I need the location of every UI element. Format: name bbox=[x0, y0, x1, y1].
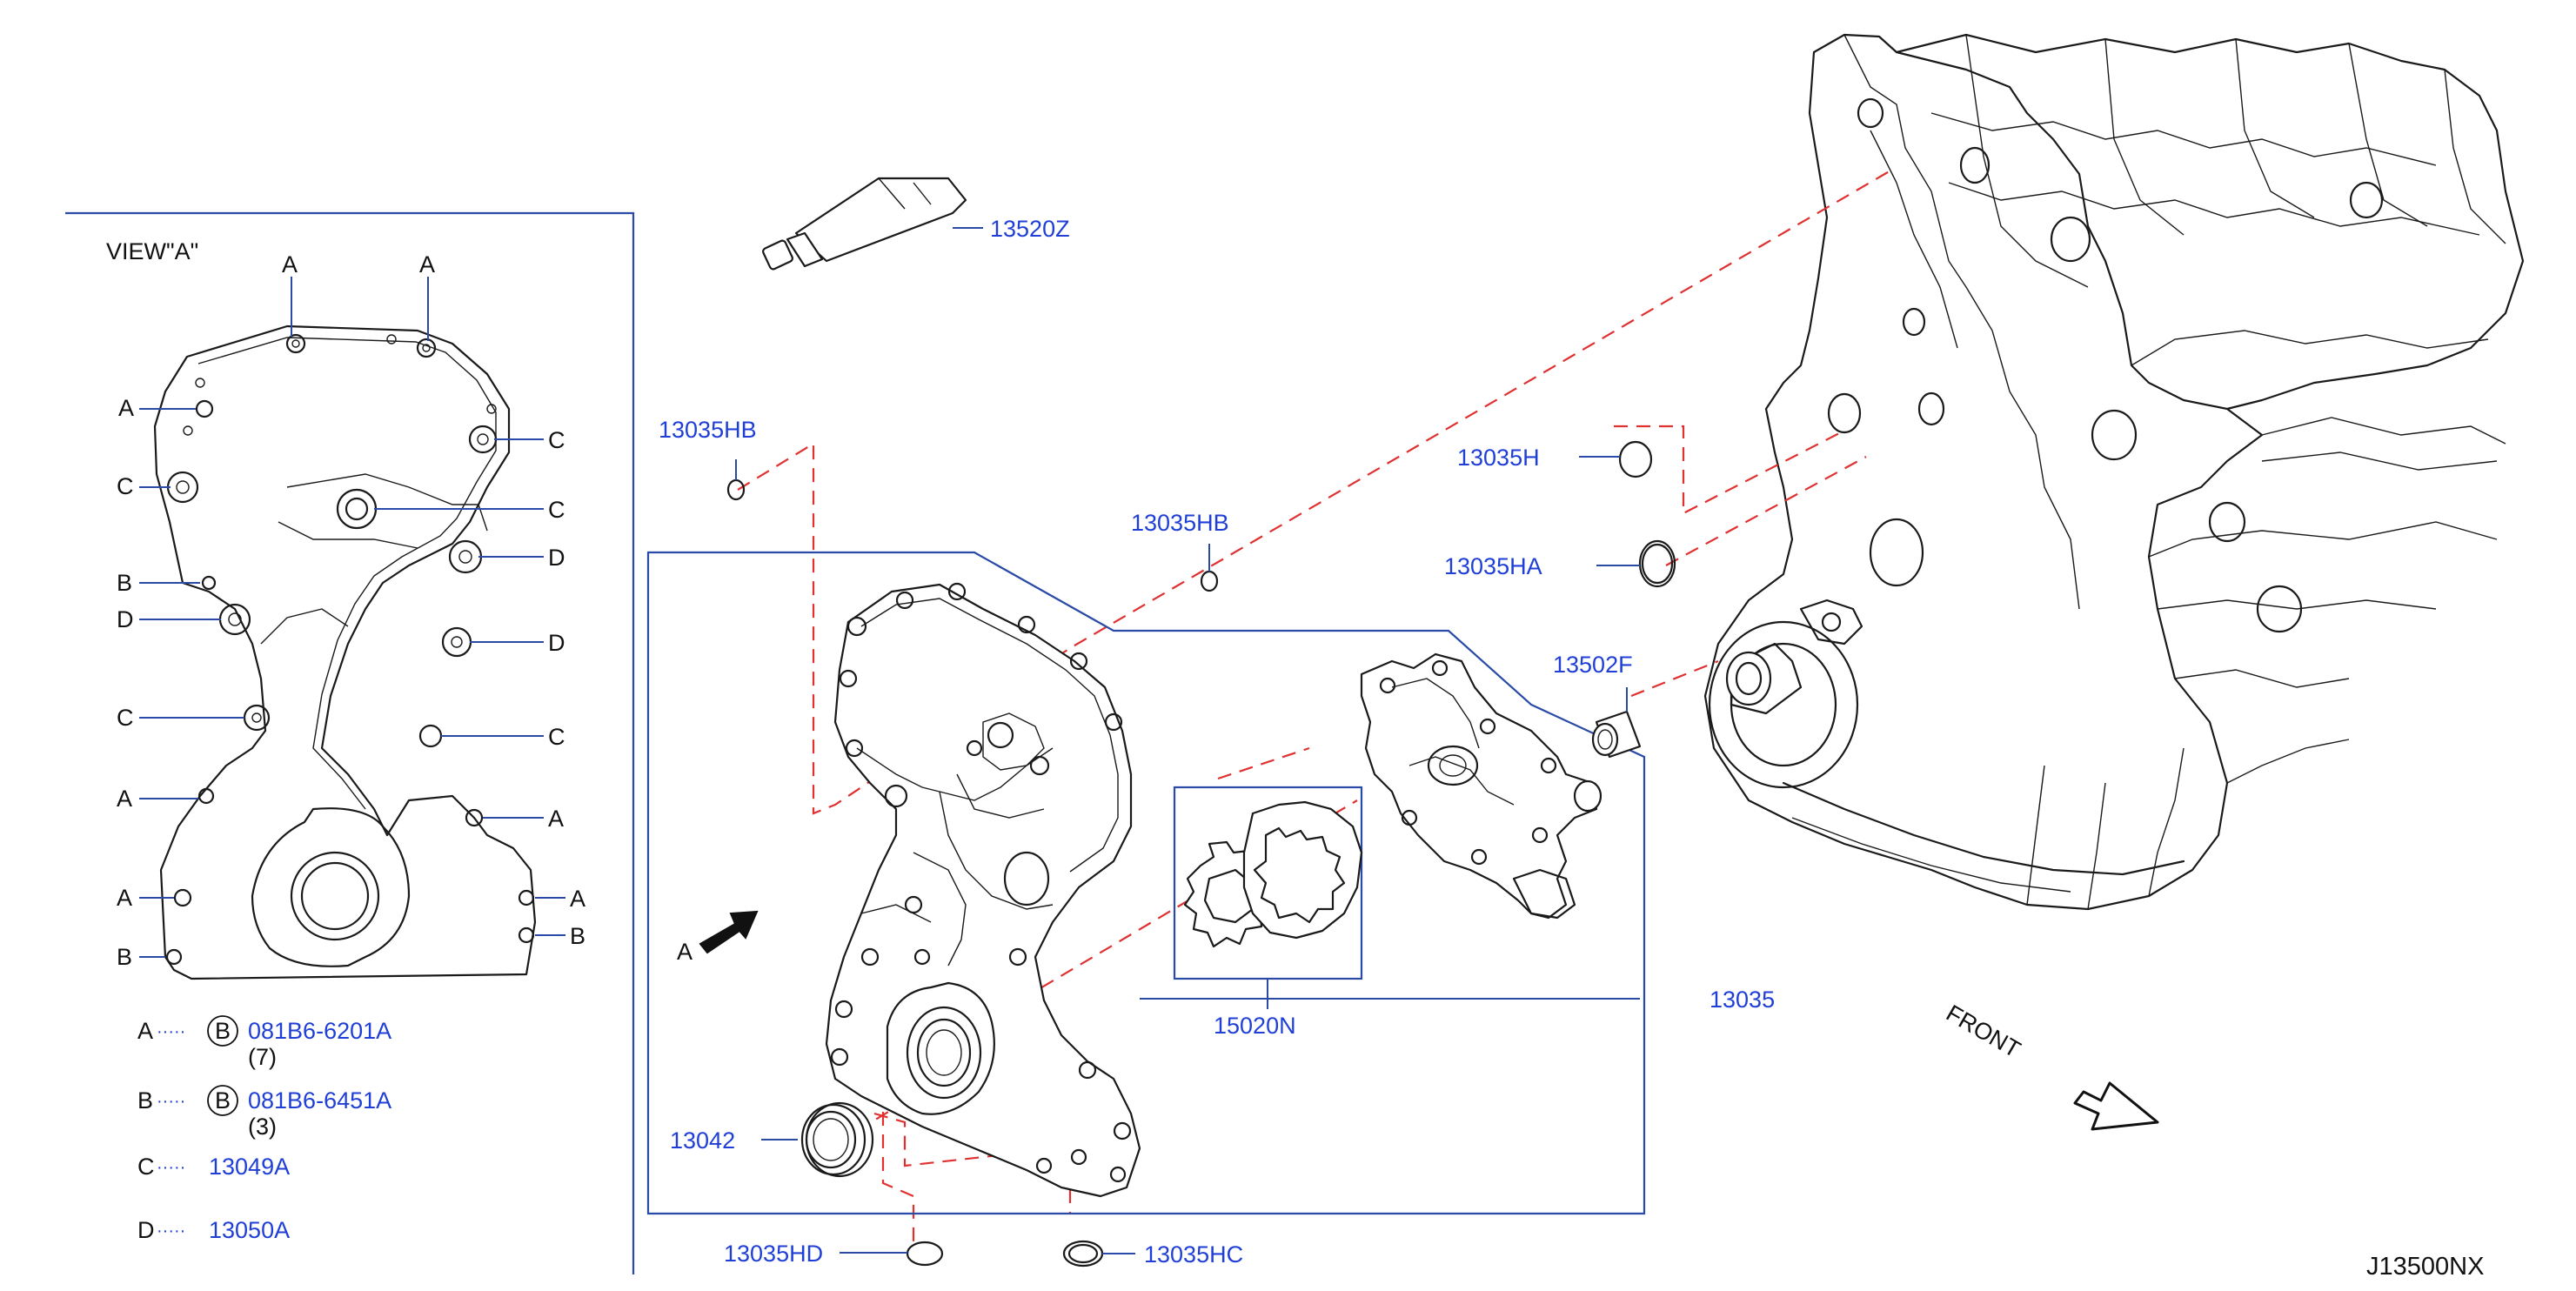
callout-13035H[interactable]: 13035H bbox=[1457, 445, 1540, 471]
legend-dots: ····· bbox=[157, 1092, 185, 1111]
view-a-leaders bbox=[139, 277, 565, 958]
legend-row-d: D ····· 13050A bbox=[137, 1217, 290, 1243]
view-letter-c-right1: C bbox=[548, 427, 565, 453]
callout-13520Z[interactable]: 13520Z bbox=[990, 216, 1070, 242]
view-letter-a-left2: A bbox=[117, 786, 132, 812]
legend-letter: A bbox=[137, 1018, 153, 1044]
legend-dots: ····· bbox=[157, 1221, 185, 1241]
guide-lines bbox=[737, 169, 1893, 1244]
legend-quantity: (3) bbox=[248, 1114, 277, 1140]
view-letter-c-left2: C bbox=[117, 705, 134, 731]
legend-part-number[interactable]: 081B6-6451A bbox=[248, 1087, 391, 1114]
view-letter-b-left2: B bbox=[117, 944, 132, 970]
o-ring-13035HD bbox=[906, 1241, 944, 1267]
bolt-symbol-icon bbox=[207, 1085, 238, 1116]
callout-13035HA[interactable]: 13035HA bbox=[1444, 553, 1542, 579]
legend-letter: B bbox=[137, 1087, 153, 1114]
engine-block bbox=[1703, 33, 2525, 911]
view-letter-c-right2: C bbox=[548, 497, 565, 523]
view-letter-a-top2: A bbox=[419, 251, 435, 278]
legend-part-number[interactable]: 13049A bbox=[209, 1154, 290, 1180]
legend-letter: D bbox=[137, 1217, 155, 1243]
o-ring-13035HB-top bbox=[726, 478, 746, 501]
legend-row-b: B ····· B 081B6-6451A (3) bbox=[137, 1085, 391, 1140]
view-letter-a-top1: A bbox=[282, 251, 298, 278]
o-ring-13035HA bbox=[1638, 539, 1676, 588]
bolt-symbol-icon bbox=[207, 1015, 238, 1047]
legend-letter: C bbox=[137, 1154, 155, 1180]
legend-part-number[interactable]: 13050A bbox=[209, 1217, 290, 1243]
legend-part-number[interactable]: 081B6-6201A bbox=[248, 1018, 391, 1044]
view-a-border bbox=[65, 211, 635, 1274]
view-a-bolt-holes bbox=[165, 333, 535, 966]
oil-seal-13042 bbox=[761, 1101, 874, 1178]
view-a-letters: A A A C C C B D D D C C A A A A B B bbox=[117, 251, 585, 970]
view-a-panel: VIEW"A" bbox=[65, 211, 635, 1274]
legend-dots: ····· bbox=[157, 1158, 185, 1177]
view-a-title: VIEW"A" bbox=[106, 238, 198, 264]
o-rings bbox=[726, 440, 1676, 1268]
view-arrow-icon bbox=[699, 910, 759, 954]
legend-dots: ····· bbox=[157, 1022, 185, 1041]
front-label: FRONT bbox=[1942, 1000, 2025, 1062]
view-letter-b-right1: B bbox=[570, 923, 585, 949]
legend-quantity: (7) bbox=[248, 1044, 277, 1070]
fastener-legend: A ····· B 081B6-6201A (7) B ····· B 081B… bbox=[137, 1015, 391, 1243]
cover-assembly-box bbox=[646, 551, 1646, 1215]
callout-13035HB-mid[interactable]: 13035HB bbox=[1131, 510, 1229, 536]
callout-15020N[interactable]: 15020N bbox=[1214, 1013, 1296, 1039]
front-arrow-icon bbox=[2073, 1081, 2159, 1131]
callout-13042[interactable]: 13042 bbox=[670, 1127, 735, 1154]
o-ring-13035HB-mid bbox=[1200, 570, 1219, 592]
cover-bolt-holes bbox=[830, 582, 1132, 1183]
view-arrow-letter: A bbox=[677, 939, 693, 965]
drawing-number: J13500NX bbox=[2366, 1253, 2484, 1281]
view-a-arrow: A bbox=[677, 910, 759, 965]
callout-13035HB-top[interactable]: 13035HB bbox=[659, 417, 757, 443]
view-a-timing-cover bbox=[153, 324, 537, 980]
plug-13502F bbox=[1591, 687, 1642, 759]
legend-bolt-symbol: B bbox=[215, 1018, 231, 1044]
view-letter-a-left3: A bbox=[117, 885, 132, 911]
view-letter-a-right1: A bbox=[548, 806, 564, 832]
oil-pump-body bbox=[1360, 652, 1602, 920]
callout-13035HD[interactable]: 13035HD bbox=[724, 1241, 823, 1267]
view-letter-c-left1: C bbox=[117, 473, 134, 499]
callout-13035[interactable]: 13035 bbox=[1710, 987, 1775, 1013]
view-letter-c-right3: C bbox=[548, 724, 565, 750]
view-letter-a-right2: A bbox=[570, 886, 585, 912]
view-letter-d-right2: D bbox=[548, 630, 565, 656]
sealant-tube-13520Z bbox=[762, 177, 983, 271]
callout-13502F[interactable]: 13502F bbox=[1553, 652, 1633, 678]
legend-row-c: C ····· 13049A bbox=[137, 1154, 290, 1180]
view-letter-d-left1: D bbox=[117, 606, 134, 632]
legend-bolt-symbol: B bbox=[215, 1087, 231, 1114]
oil-pump-rotors-15020N bbox=[1173, 786, 1363, 1009]
view-letter-b-left1: B bbox=[117, 570, 132, 596]
view-letter-d-right1: D bbox=[548, 545, 565, 571]
legend-row-a: A ····· B 081B6-6201A (7) bbox=[137, 1015, 391, 1070]
front-cover-13035 bbox=[825, 582, 1640, 1198]
view-letter-a-left1: A bbox=[118, 395, 134, 421]
o-ring-13035H bbox=[1618, 440, 1653, 478]
callout-13035HC[interactable]: 13035HC bbox=[1144, 1241, 1243, 1268]
front-indicator: FRONT bbox=[1942, 1000, 2159, 1131]
callout-labels: 13520Z 13035HB 13035HB 13035H 13035HA 13… bbox=[659, 216, 1775, 1268]
